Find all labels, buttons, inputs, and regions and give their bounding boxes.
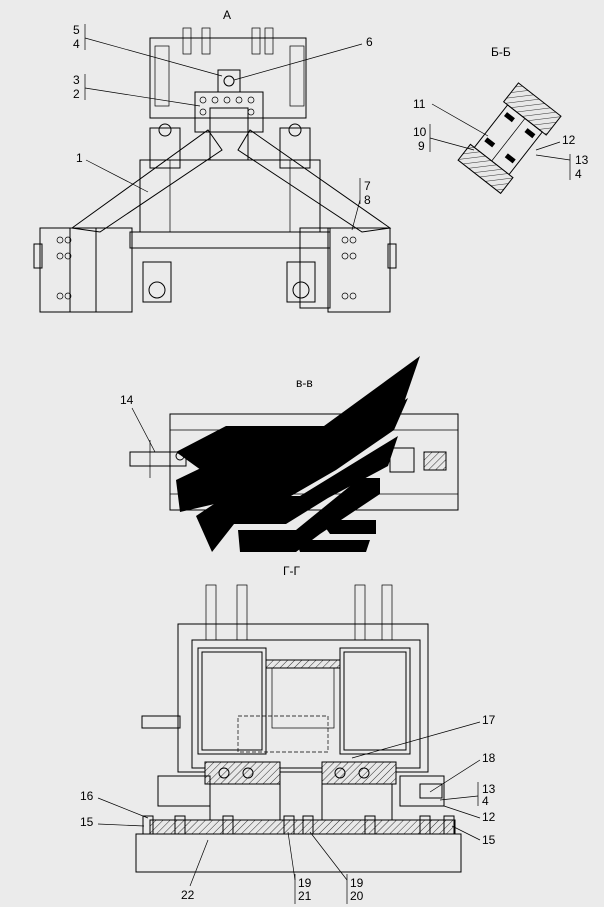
callout-9: 9 (418, 139, 425, 153)
callout-19-right: 19 (350, 876, 364, 890)
callout-11: 11 (413, 97, 426, 111)
callout-13: 13 (575, 153, 589, 167)
callout-1: 1 (76, 151, 83, 165)
callout-8: 8 (364, 193, 371, 207)
callout-13-gg: 13 (482, 782, 496, 796)
view-vv: в-в 14 (120, 356, 459, 552)
view-vv-title: в-в (296, 376, 313, 390)
view-bb: Б-Б 11 10 9 12 13 4 (413, 45, 589, 195)
callout-7: 7 (364, 179, 371, 193)
view-gg-title: Г-Г (283, 564, 300, 578)
callout-15-left: 15 (80, 815, 94, 829)
callout-15-right: 15 (482, 833, 496, 847)
callout-6: 6 (366, 35, 373, 49)
view-a-title: А (223, 8, 231, 22)
view-bb-title: Б-Б (491, 45, 511, 59)
callout-4-gg: 4 (482, 794, 489, 808)
view-a: А (33, 8, 397, 313)
callout-17: 17 (482, 713, 496, 727)
callout-12-gg: 12 (482, 810, 496, 824)
callout-22: 22 (181, 888, 195, 902)
callout-20: 20 (350, 889, 364, 903)
callout-3: 3 (73, 73, 80, 87)
callout-19-left: 19 (298, 876, 312, 890)
callout-12: 12 (562, 133, 576, 147)
callout-5: 5 (73, 23, 80, 37)
callout-4-bb: 4 (575, 167, 582, 181)
callout-21: 21 (298, 889, 312, 903)
callout-4: 4 (73, 37, 80, 51)
callout-16: 16 (80, 789, 94, 803)
callout-10: 10 (413, 125, 427, 139)
callout-2: 2 (73, 87, 80, 101)
callout-18: 18 (482, 751, 496, 765)
watermark-logo (176, 356, 420, 552)
view-gg: Г-Г (80, 564, 496, 904)
callout-14: 14 (120, 393, 134, 407)
